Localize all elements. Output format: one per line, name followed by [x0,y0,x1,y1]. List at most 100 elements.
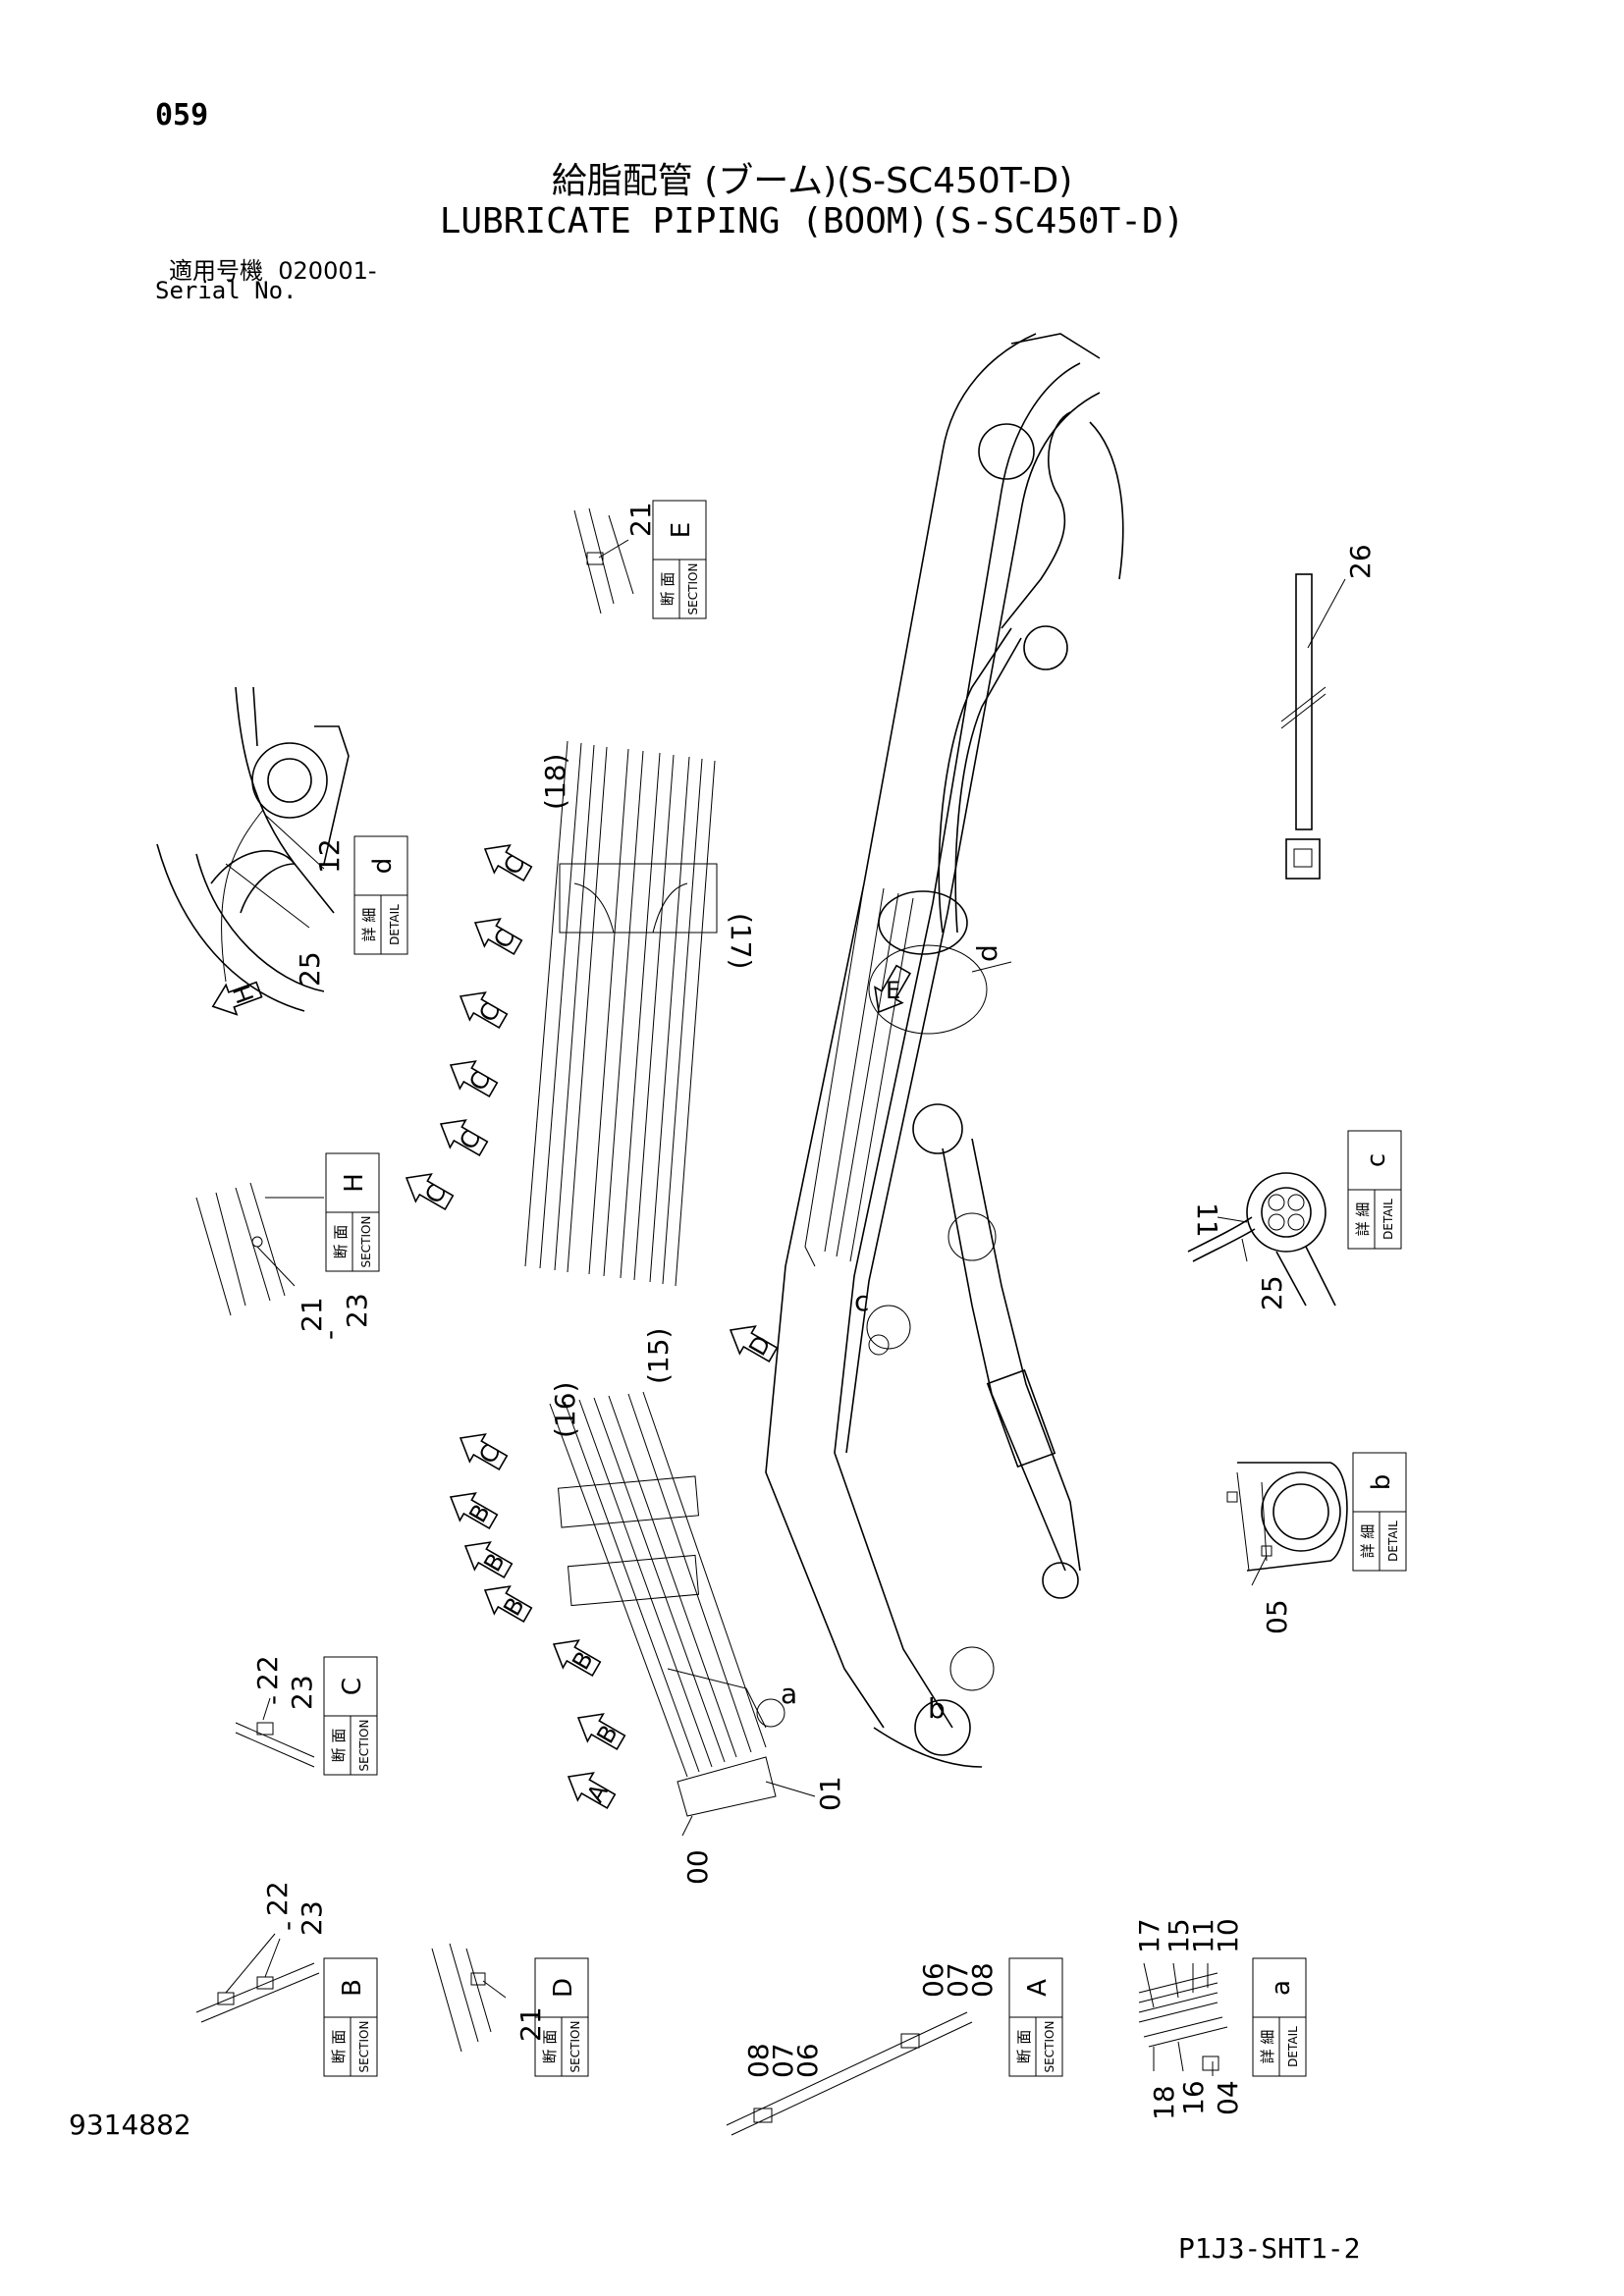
section-letter-c: C [338,1678,367,1695]
arrow-c-7: C [473,1440,506,1468]
boom-bottom-piping-view: a (15) (16) 00 01 [549,1328,846,1885]
callout-p15: (15) [642,1328,675,1384]
boom-markers: c d b [854,944,1012,1725]
callout-23-sec-b: 23 [296,1900,328,1936]
callout-10-det-a: 10 [1212,1918,1244,1953]
svg-text:DETAIL: DETAIL [1381,1199,1395,1240]
callout-16-det-a: 16 [1177,2080,1210,2115]
section-letter-d: D [549,1978,578,1998]
document-number: 9314882 [69,2109,191,2141]
detail-tag-d: 詳 細 DETAIL d [353,835,408,955]
section-en: SECTION [686,563,700,615]
section-letter-a: A [1023,1979,1053,1997]
serial-label-japanese: 適用号機 020001- [169,251,377,286]
callout-dash-sec-h: - [313,1330,346,1340]
detail-c-view: 11 25 [1187,1172,1336,1310]
arrow-b-5: B [591,1721,623,1748]
callout-26: 26 [1344,544,1377,579]
svg-text:SECTION: SECTION [357,1720,371,1772]
callout-25-det-d: 25 [294,951,326,987]
arrow-c-3: C [473,998,506,1027]
svg-text:DETAIL: DETAIL [1386,1521,1400,1562]
section-letter-h: H [340,1173,369,1193]
serial-label-jp: 適用号機 [169,257,263,285]
detail-letter-a: a [1267,1980,1296,1996]
svg-text:断 面: 断 面 [541,2030,559,2064]
view-arrow-e: E [874,964,912,1014]
callout-05: 05 [1261,1599,1293,1634]
svg-text:詳 細: 詳 細 [1359,1524,1377,1559]
arrow-c-5: C [454,1126,486,1154]
svg-text:SECTION: SECTION [568,2021,582,2073]
arrow-b-4: B [567,1647,598,1675]
callout-06-left: 06 [791,2043,824,2078]
detail-en: DETAIL [388,904,402,945]
detail-jp: 詳 細 [360,908,378,942]
svg-text:DETAIL: DETAIL [1286,2026,1300,2067]
callout-dash-sec-c: - [256,1695,289,1705]
title-japanese: 給脂配管 (ブーム)(S-SC450T-D) [551,161,1073,201]
svg-text:詳 細: 詳 細 [1259,2030,1276,2064]
callout-07-left: 07 [767,2043,799,2078]
section-tag-b: 断 面 SECTION B [323,1957,378,2077]
arrow-c-4: C [463,1067,496,1095]
marker-c: c [854,1285,869,1317]
callout-11-det-a: 11 [1187,1918,1219,1953]
svg-text:断 面: 断 面 [1015,2030,1033,2064]
detail-tag-c: 詳 細 DETAIL c [1347,1130,1402,1250]
arrow-b-3: B [498,1593,529,1621]
view-arrows-lower: C B B B B B A [449,1433,626,1810]
svg-text:SECTION: SECTION [357,2021,371,2073]
section-a-view: 08 07 06 06 07 08 [726,1962,999,2136]
callout-p16: (16) [549,1382,581,1438]
detail-letter-b: b [1367,1474,1396,1491]
svg-text:詳 細: 詳 細 [1354,1202,1372,1237]
section-jp: 断 面 [659,572,677,607]
marker-d: d [971,944,1003,962]
arrow-c-2: C [488,925,520,953]
boom-top-piping-view: (18) (17) [524,740,757,1287]
callout-04: 04 [1212,2080,1244,2115]
callout-11-det-c: 11 [1191,1202,1223,1238]
callout-00: 00 [681,1849,714,1885]
sheet-id: P1J3-SHT1-2 [1178,2232,1361,2265]
arrow-a: A [581,1779,614,1807]
title-english: LUBRICATE PIPING (BOOM)(S-SC450T-D) [439,201,1185,241]
callout-23-sec-c: 23 [286,1675,318,1710]
callout-23-sec-h: 23 [341,1293,373,1328]
callout-22-sec-c: 22 [251,1655,284,1690]
section-d-view: 21 [431,1943,547,2053]
detail-letter-c: c [1362,1153,1391,1167]
callout-21-sec-d: 21 [514,2006,547,2042]
callout-08-right: 08 [966,1962,999,1998]
svg-text:断 面: 断 面 [330,2030,348,2064]
arrow-b-2: B [478,1549,510,1576]
callout-p17: (17) [725,913,757,969]
marker-a: a [781,1678,797,1710]
callout-21-sec-h: 21 [296,1297,328,1332]
callout-17-det-a: 17 [1133,1918,1165,1953]
callout-25-det-c: 25 [1256,1275,1288,1310]
section-letter-e: E [667,522,696,538]
section-tag-h: 断 面 SECTION H [325,1152,380,1272]
svg-text:E: E [886,977,900,1004]
section-b-view: 22 - 23 [195,1881,328,2023]
callout-07-right: 07 [942,1962,974,1998]
section-letter-b: B [338,1979,367,1997]
boom-main-view [765,333,1124,1768]
callout-15-det-a: 15 [1163,1918,1195,1953]
section-c-view: 22 - 23 [235,1655,318,1768]
view-arrows-c-upper: C C C C C C [405,844,533,1211]
callout-01: 01 [814,1776,846,1811]
section-tag-e: 断 面 SECTION E [652,500,707,619]
serial-value: 020001- [278,257,377,285]
section-h-view: 21 - 23 [195,1182,373,1340]
section-tag-c: 断 面 SECTION C [323,1656,378,1776]
svg-text:断 面: 断 面 [330,1729,348,1763]
arrow-c-6: C [419,1180,452,1208]
detail-b-view: 05 [1226,1462,1348,1634]
section-e-view: 21 [573,502,657,614]
marker-b: b [928,1692,946,1725]
arrow-c-1: C [498,851,530,880]
